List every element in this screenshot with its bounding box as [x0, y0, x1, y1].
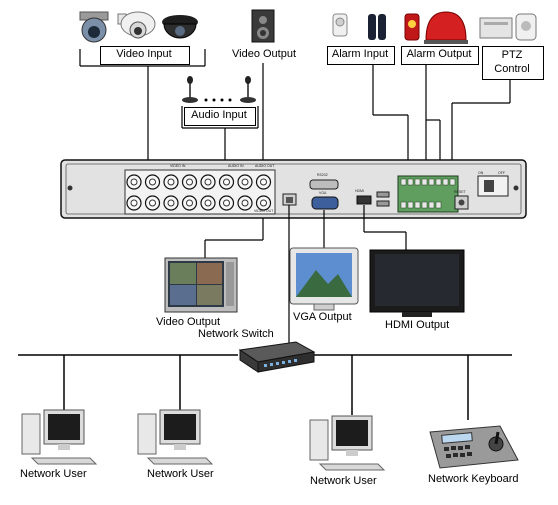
hdmi-tv-icon: [369, 249, 465, 317]
ptz-decoder-icon: [479, 13, 537, 41]
bnc-connector-center: [130, 199, 138, 207]
ptz-label-line1: PTZ: [501, 49, 523, 61]
video-output-tv-icon: [164, 257, 238, 313]
panel-label-audio-in: AUDIO IN: [228, 164, 244, 168]
panel-label-video-in: VIDEO IN: [170, 164, 186, 168]
audio-input-box: [184, 107, 256, 126]
vga-output-label: VGA Output: [293, 311, 352, 323]
bnc-connector-center: [186, 178, 193, 186]
bnc-connector-center: [241, 178, 249, 186]
video-input-label: Video Input: [116, 48, 172, 60]
network-user-2-label: Network User: [147, 468, 214, 480]
bnc-connector-center: [149, 178, 156, 186]
panel-label-vga: VGA: [319, 191, 327, 195]
panel-label-hdmi: HDMI: [355, 189, 364, 193]
pc-1-icon: [21, 409, 98, 465]
pc-2-icon: [137, 409, 214, 465]
bnc-connector-center: [186, 199, 193, 207]
panel-label-rs232: RS232: [317, 173, 328, 177]
pc-3-icon: [309, 415, 386, 471]
ptz-control-box: [482, 46, 544, 80]
audio-input-label: Audio Input: [191, 109, 247, 121]
vga-monitor-icon: [289, 247, 359, 311]
alarm-output-box: [401, 46, 479, 65]
bnc-connector-center: [260, 199, 267, 207]
bnc-connector-center: [204, 178, 212, 186]
ptz-camera-icon: [117, 11, 156, 39]
video-output-bottom-label: Video Output: [156, 316, 221, 328]
alarm-input-sensors-icon: [332, 13, 386, 40]
panel-labels: VIDEO IN AUDIO IN AUDIO OUT VIDEO OUT RS…: [170, 164, 505, 213]
bnc-connector-center: [223, 199, 230, 207]
dome-camera-2-icon: [162, 15, 198, 39]
alarm-input-label: Alarm Input: [331, 48, 389, 60]
network-bus: [18, 354, 512, 420]
alarm-input-box: [327, 46, 395, 65]
alarm-output-label: Alarm Output: [406, 48, 472, 60]
panel-label-audio-out: AUDIO OUT: [255, 164, 275, 168]
video-input-box: [100, 46, 190, 65]
bnc-connector-center: [167, 199, 175, 207]
network-user-1-label: Network User: [20, 468, 87, 480]
alarm-siren-icon: [404, 11, 468, 44]
hdmi-output-label: HDMI Output: [385, 319, 450, 331]
bnc-connector-center: [241, 199, 249, 207]
dome-camera-1-icon: [79, 11, 109, 43]
network-switch-icon: [238, 341, 316, 373]
bnc-connector-center: [167, 178, 175, 186]
bnc-connector-center: [130, 178, 138, 186]
bnc-connector-center: [204, 199, 212, 207]
bnc-connector-center: [223, 178, 230, 186]
output-lines: [204, 205, 407, 343]
bnc-connector-center: [260, 178, 267, 186]
microphone-icon: [182, 76, 256, 103]
bnc-connectors: [126, 174, 272, 211]
panel-label-off: OFF: [498, 171, 505, 175]
panel-label-on: ON: [478, 171, 484, 175]
video-output-top-label: Video Output: [232, 48, 297, 60]
panel-label-reset: RESET: [454, 190, 467, 194]
network-keyboard-icon: [429, 425, 519, 469]
network-keyboard-label: Network Keyboard: [428, 473, 519, 485]
bnc-connector-center: [149, 199, 156, 207]
alarm-ptz-lines: [372, 62, 511, 178]
panel-label-video-out: VIDEO OUT: [254, 209, 274, 213]
ptz-label-line2: Control: [494, 63, 530, 75]
panel-connectors: [282, 175, 509, 213]
speaker-icon: [251, 9, 275, 43]
network-user-3-label: Network User: [310, 475, 377, 487]
network-switch-label: Network Switch: [198, 328, 274, 340]
